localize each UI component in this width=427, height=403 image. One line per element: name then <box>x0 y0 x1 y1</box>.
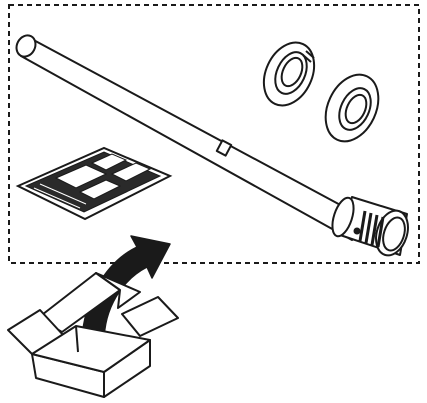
rosette-icon <box>324 73 380 143</box>
pipe-icon <box>15 34 409 257</box>
document-icon <box>15 146 173 221</box>
contents-frame <box>8 4 420 264</box>
open-box-icon <box>7 272 179 398</box>
rosette-icon <box>262 41 316 107</box>
